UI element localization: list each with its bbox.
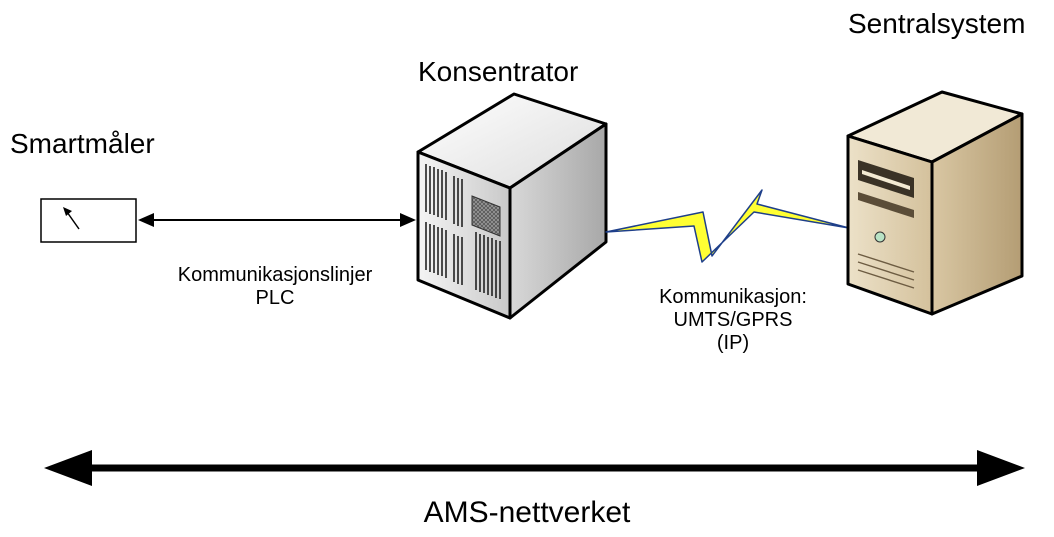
wireless-link-line-2: UMTS/GPRS xyxy=(673,309,793,331)
wireless-link-label: Kommunikasjon: UMTS/GPRS (IP) xyxy=(612,286,854,355)
ams-network-arrow xyxy=(44,450,1025,486)
tower-server-icon xyxy=(846,90,1024,316)
ams-network-label: AMS-nettverket xyxy=(423,496,631,529)
plc-link-line-2: PLC xyxy=(255,287,295,309)
wireless-link-line-3: (IP) xyxy=(716,332,750,354)
wireless-link-line-1: Kommunikasjon: xyxy=(659,286,807,308)
server-cabinet-icon xyxy=(416,92,608,320)
concentrator-label: Konsentrator xyxy=(418,56,579,87)
plc-link-line-1: Kommunikasjonslinjer xyxy=(177,264,373,286)
meter-label: Smartmåler xyxy=(10,128,155,159)
central-system-label: Sentralsystem xyxy=(848,8,1026,39)
plc-link-label: Kommunikasjonslinjer PLC xyxy=(144,264,406,310)
plc-link-arrow xyxy=(138,213,416,227)
wireless-link-icon xyxy=(605,189,850,263)
meter-icon xyxy=(40,198,137,243)
